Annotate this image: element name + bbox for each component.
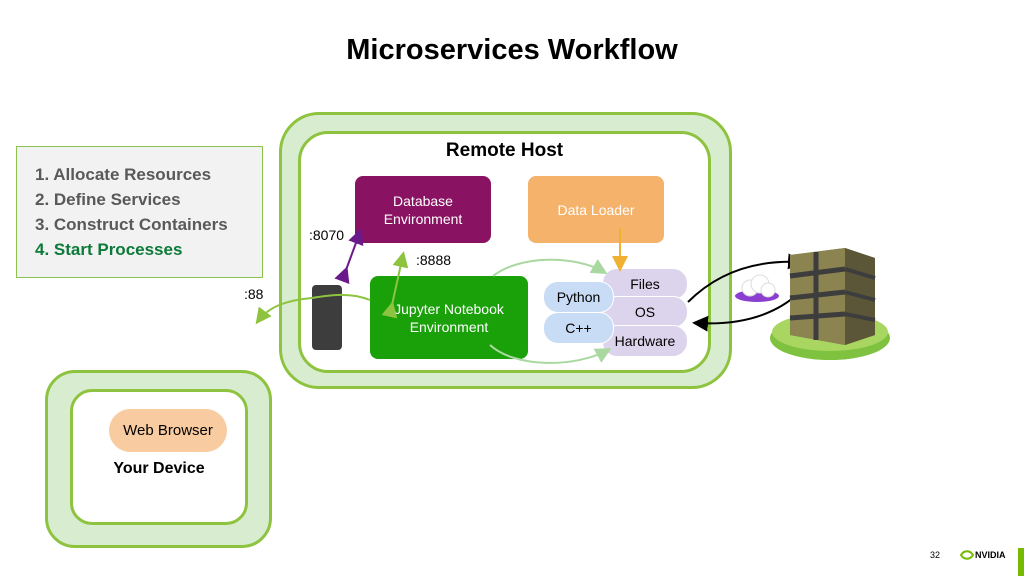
cloud-icon [735, 274, 779, 302]
arrow-os-server [687, 253, 804, 303]
database-env-line2: Environment [383, 210, 463, 227]
jupyter-env-line2: Environment [409, 318, 489, 335]
arrow-jupyter-hardware [489, 344, 612, 364]
stack-files: Files [602, 268, 688, 300]
brand-name: NVIDIA [975, 550, 1006, 560]
lang-python: Python [543, 281, 614, 313]
arrow-jupyter-db [381, 251, 409, 319]
step-4: 4. Start Processes [35, 240, 183, 259]
database-env-line1: Database [393, 192, 453, 209]
server-rack-icon [770, 248, 890, 360]
page-title: Microservices Workflow [346, 34, 678, 66]
stack-os: OS [602, 296, 688, 328]
brand-accent-bar [1018, 548, 1024, 576]
step-2: 2. Define Services [35, 190, 181, 209]
arrow-container-external [258, 293, 371, 321]
database-environment-box: Database Environment [355, 176, 491, 243]
step-3: 3. Construct Containers [35, 215, 228, 234]
arrow-db-container [334, 228, 364, 285]
page-number: 32 [930, 550, 941, 560]
nvidia-logo-icon [960, 550, 974, 560]
port-jupyter: :8888 [416, 252, 452, 268]
data-loader-box: Data Loader [528, 176, 664, 243]
jupyter-env-line1: Jupyter Notebook [394, 300, 504, 317]
steps-panel: 1. Allocate Resources 2. Define Services… [16, 146, 263, 278]
step-1: 1. Allocate Resources [35, 165, 212, 184]
arrow-jupyter-files [492, 258, 608, 277]
your-device-title: Your Device [113, 460, 205, 477]
stack-hardware: Hardware [602, 325, 688, 357]
port-external: :88 [244, 286, 264, 302]
jupyter-environment-box: Jupyter Notebook Environment [370, 276, 528, 359]
web-browser-box: Web Browser [109, 409, 227, 452]
lang-cpp: C++ [543, 312, 614, 344]
remote-host-title: Remote Host [445, 140, 564, 161]
